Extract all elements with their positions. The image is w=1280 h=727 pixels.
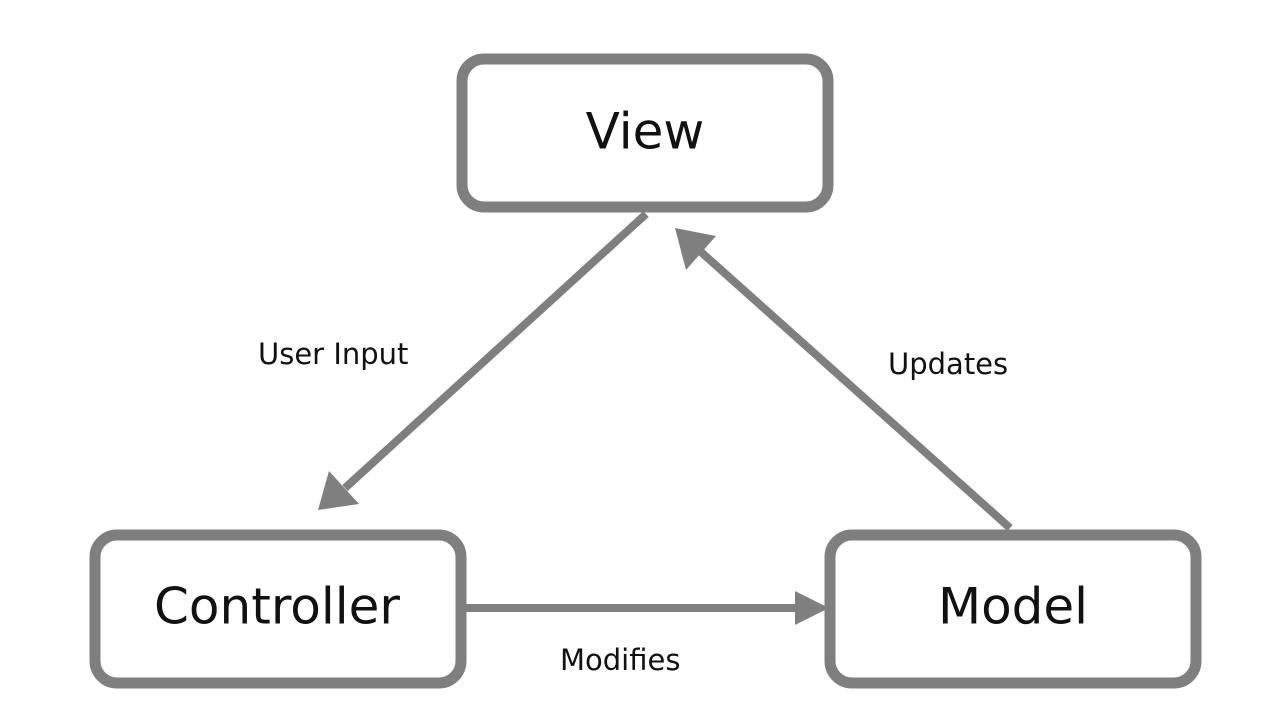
edge-user-input-line [342,211,649,491]
edge-modifies-arrowhead [795,591,829,625]
node-controller-box [89,529,467,689]
edge-updates-line [698,249,1013,531]
edge-user-input-label: User Input [258,337,408,371]
node-controller-label: Controller [154,578,400,636]
edge-updates [675,228,1013,531]
edge-updates-arrowhead [675,228,716,270]
node-view-label: View [586,103,705,161]
node-model-box [824,529,1202,689]
node-model-label: Model [938,578,1088,636]
node-view-box [456,53,834,213]
node-controller: Controller [89,529,467,689]
node-model: Model [824,529,1202,689]
edge-user-input [318,211,649,510]
edge-user-input-arrowhead [318,471,359,510]
edge-modifies-label: Modifies [560,643,680,677]
node-view: View [456,53,834,213]
edge-modifies [462,591,829,625]
edge-updates-label: Updates [888,347,1008,381]
